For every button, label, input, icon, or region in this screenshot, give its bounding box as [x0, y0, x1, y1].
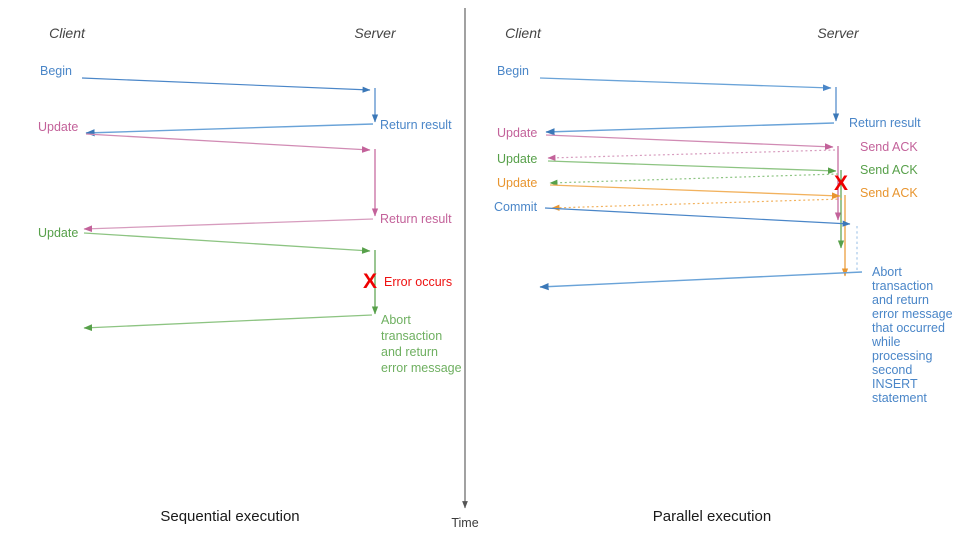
- right-arrow-send-ack-3: [551, 198, 843, 211]
- left-error-x-icon: X: [363, 270, 377, 293]
- left-arrow-update-2: [83, 232, 371, 254]
- right-note-abort-line-10: statement: [872, 391, 927, 405]
- left-label-update-1: Update: [38, 120, 78, 134]
- left-panel-caption: Sequential execution: [160, 508, 299, 525]
- right-arrow-abort: [539, 271, 863, 291]
- right-note-abort-line-9: INSERT: [872, 377, 918, 391]
- right-arrow-update-2: [547, 160, 837, 175]
- left-arrow-return-result-2: [83, 218, 374, 233]
- left-arrow-return-result-1: [85, 123, 374, 137]
- left-arrow-begin: [81, 77, 371, 93]
- right-arrow-update-3: [549, 184, 841, 200]
- time-axis-label: Time: [451, 516, 478, 530]
- right-note-abort-line-6: while: [871, 335, 901, 349]
- right-arrow-send-ack-2: [549, 173, 839, 186]
- right-label-begin: Begin: [497, 64, 529, 78]
- left-label-return-result-2: Return result: [380, 212, 452, 226]
- time-axis: Time: [451, 8, 479, 530]
- left-actor-client: Client: [49, 25, 86, 41]
- left-note-abort-line-2: transaction: [381, 329, 442, 343]
- right-arrow-commit: [544, 207, 851, 227]
- right-note-abort-line-2: transaction: [872, 279, 933, 293]
- right-note-abort-line-4: error message: [872, 307, 953, 321]
- panel-parallel: Client Server Begin Return result Update…: [494, 25, 953, 525]
- right-arrow-return-result: [545, 122, 835, 136]
- right-label-send-ack-3: Send ACK: [860, 186, 918, 200]
- right-label-update-3: Update: [497, 176, 537, 190]
- left-arrow-abort: [83, 314, 373, 332]
- left-label-begin: Begin: [40, 64, 72, 78]
- right-note-abort-line-8: second: [872, 363, 912, 377]
- right-panel-caption: Parallel execution: [653, 508, 771, 525]
- right-label-commit: Commit: [494, 200, 538, 214]
- right-error-x-icon: X: [834, 172, 848, 195]
- right-label-send-ack-2: Send ACK: [860, 163, 918, 177]
- left-label-return-result-1: Return result: [380, 118, 452, 132]
- left-note-abort-line-1: Abort: [381, 313, 411, 327]
- left-actor-server: Server: [354, 25, 397, 41]
- right-label-return-result: Return result: [849, 116, 921, 130]
- right-note-abort-line-7: processing: [872, 349, 932, 363]
- left-note-abort-line-4: error message: [381, 361, 462, 375]
- right-note-abort-line-3: and return: [872, 293, 929, 307]
- panel-sequential: Client Server Begin Return result Update…: [38, 25, 462, 525]
- right-actor-server: Server: [817, 25, 860, 41]
- right-arrow-begin: [539, 77, 832, 92]
- right-label-send-ack-1: Send ACK: [860, 140, 918, 154]
- right-label-update-2: Update: [497, 152, 537, 166]
- right-label-update-1: Update: [497, 126, 537, 140]
- left-arrow-update-1: [85, 133, 371, 153]
- left-label-error-occurs: Error occurs: [384, 275, 452, 289]
- right-note-abort-line-5: that occurred: [872, 321, 945, 335]
- right-arrow-send-ack-1: [547, 149, 836, 161]
- left-label-update-2: Update: [38, 226, 78, 240]
- right-actor-client: Client: [505, 25, 542, 41]
- right-arrow-update-1: [545, 134, 834, 151]
- left-note-abort-line-3: and return: [381, 345, 438, 359]
- right-note-abort-line-1: Abort: [872, 265, 902, 279]
